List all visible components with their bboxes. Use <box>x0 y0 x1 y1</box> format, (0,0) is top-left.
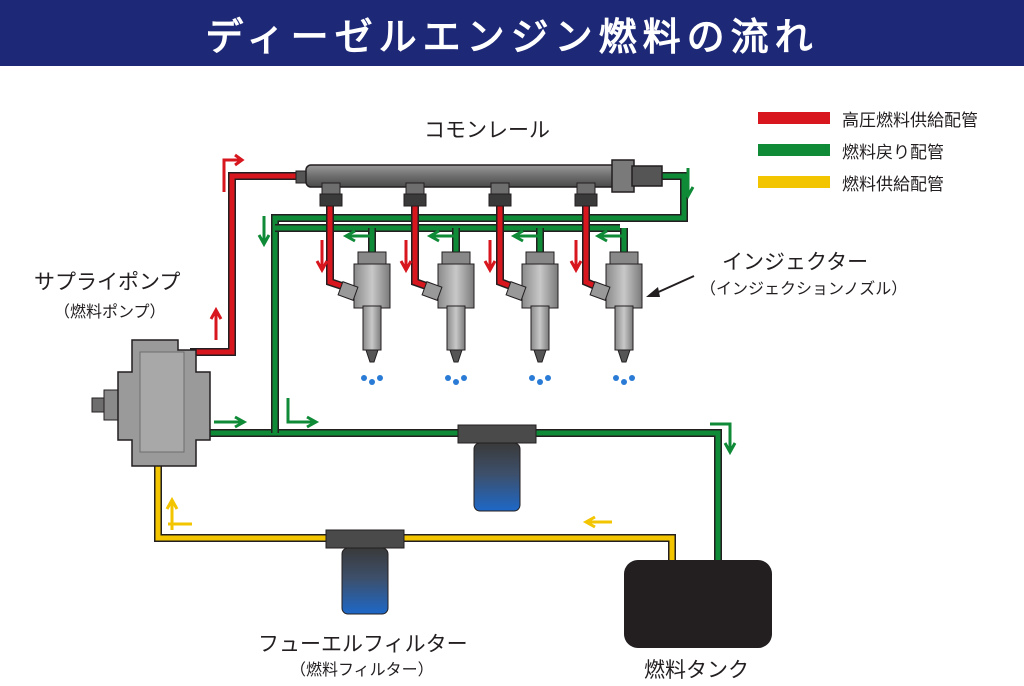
return-filter <box>457 424 537 512</box>
fuel-tank <box>624 560 772 648</box>
injector-4 <box>589 251 643 363</box>
page-title: ディーゼルエンジン燃料の流れ <box>205 14 819 59</box>
supply-line <box>154 465 676 560</box>
legend-label: 燃料供給配管 <box>842 174 944 195</box>
injector-3 <box>505 251 559 363</box>
arrow-red-1 <box>222 158 240 192</box>
fuel-tank-label: 燃料タンク <box>644 658 749 682</box>
injector-sub-label: （インジェクションノズル） <box>700 279 908 298</box>
fuel-filter <box>325 529 405 615</box>
supply-pump-sub-label: （燃料ポンプ） <box>54 302 166 321</box>
injector-label: インジェクター <box>722 250 869 274</box>
supply-pump-label: サプライポンプ <box>34 270 181 294</box>
injector-pointer <box>646 275 695 297</box>
injector-2 <box>421 251 475 363</box>
legend-item-return: 燃料戻り配管 <box>758 134 978 166</box>
legend-label: 燃料戻り配管 <box>842 142 944 163</box>
title-banner: ディーゼルエンジン燃料の流れ <box>0 0 1024 66</box>
return-line <box>205 172 722 560</box>
supply-pump <box>91 339 211 467</box>
common-rail <box>295 159 663 207</box>
injectors <box>337 251 643 363</box>
common-rail-label: コモンレール <box>424 118 550 142</box>
legend-swatch-red <box>758 112 830 124</box>
spray-droplets <box>361 375 635 385</box>
legend-swatch-green <box>758 144 830 156</box>
legend-label: 高圧燃料供給配管 <box>842 110 978 131</box>
fuel-filter-label: フューエルフィルター <box>258 632 468 656</box>
legend-item-high-pressure: 高圧燃料供給配管 <box>758 102 978 134</box>
high-pressure-line <box>190 172 602 356</box>
flow-arrows <box>165 153 737 530</box>
legend-item-supply: 燃料供給配管 <box>758 166 978 198</box>
injector-1 <box>337 251 391 363</box>
legend-swatch-yellow <box>758 176 830 188</box>
fuel-filter-sub-label: （燃料フィルター） <box>290 660 434 679</box>
legend: 高圧燃料供給配管 燃料戻り配管 燃料供給配管 <box>758 102 978 198</box>
